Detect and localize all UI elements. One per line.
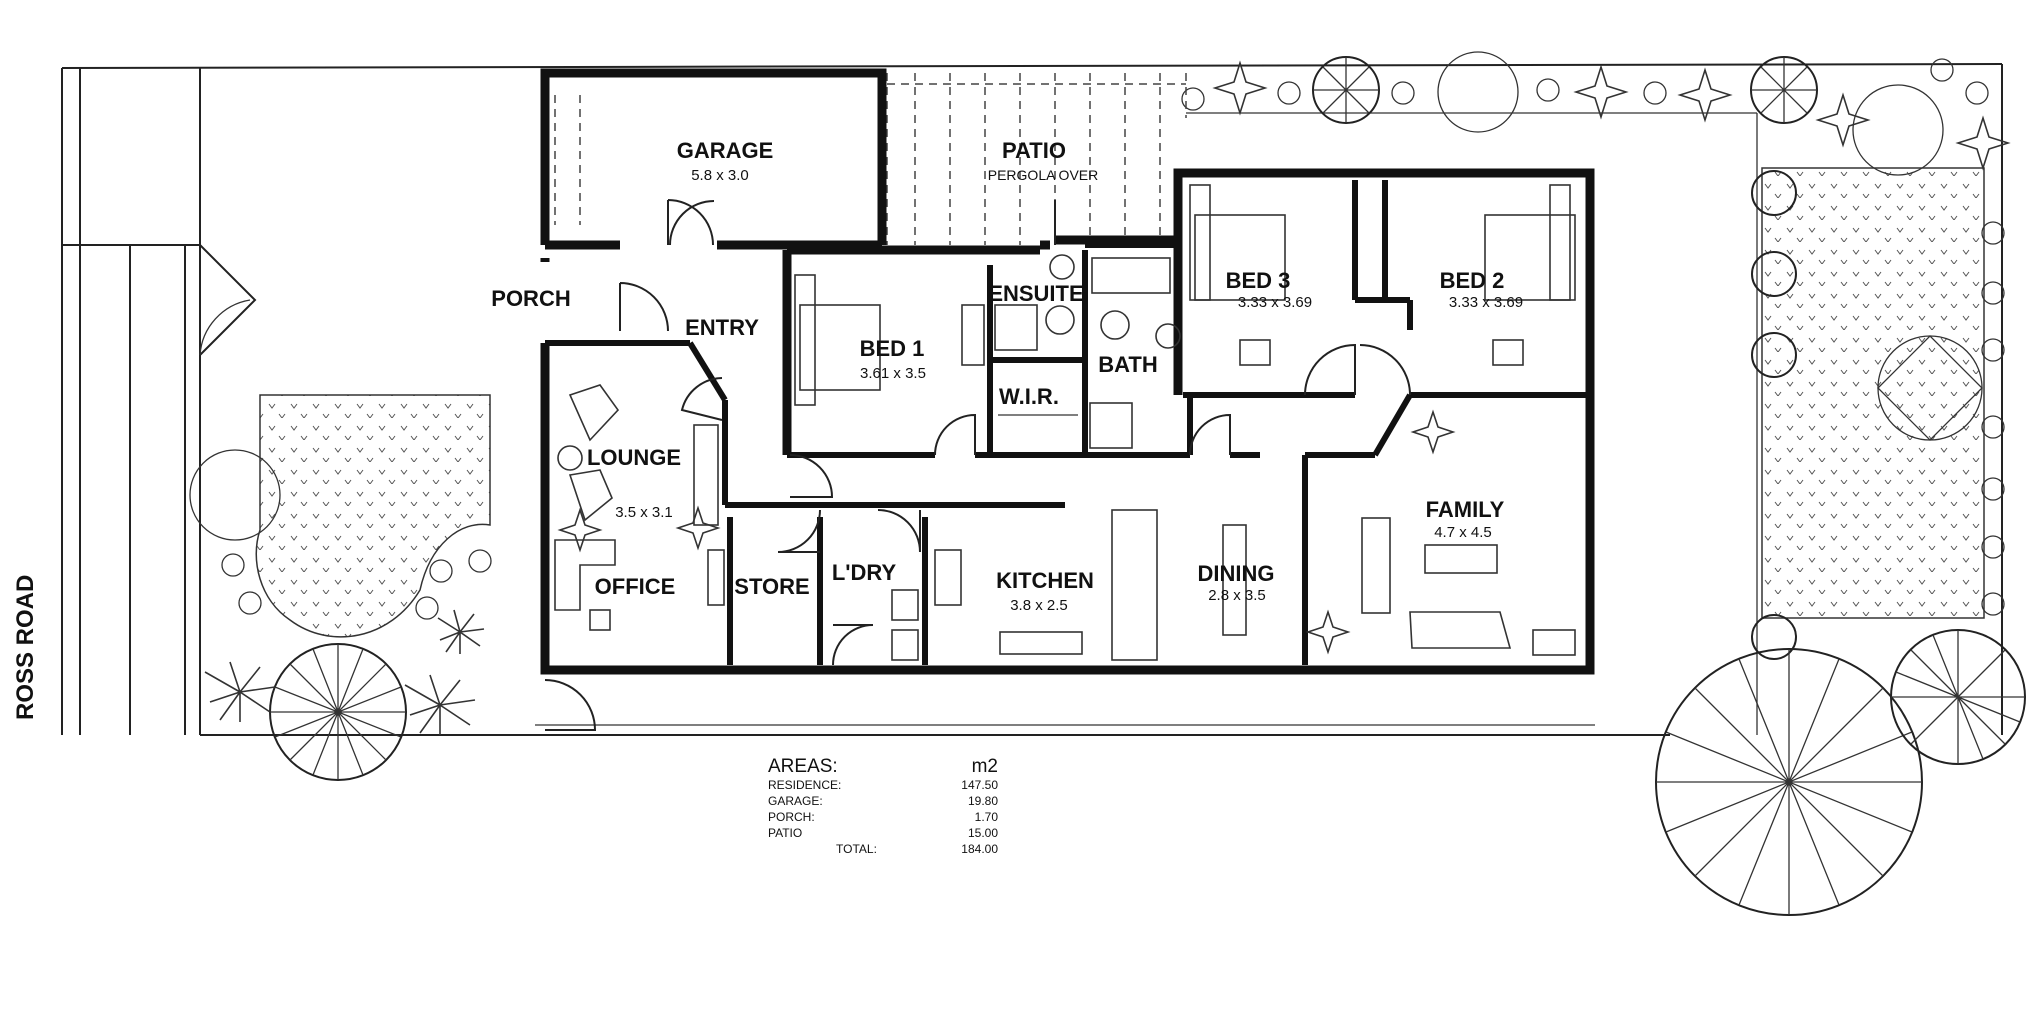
room-name-bath: BATH: [1098, 352, 1157, 377]
areas-row-label: PATIO: [768, 826, 803, 840]
areas-row-value: 1.70: [974, 810, 998, 824]
areas-row: RESIDENCE: 147.50: [768, 777, 998, 793]
areas-row-value: 147.50: [961, 778, 998, 792]
room-name-ensuite: ENSUITE: [988, 281, 1083, 306]
room-name-garage: GARAGE: [677, 138, 774, 163]
room-name-bed3: BED 3: [1226, 268, 1291, 293]
areas-row: PATIO 15.00: [768, 825, 998, 841]
areas-row: PORCH: 1.70: [768, 809, 998, 825]
areas-unit: m2: [971, 756, 998, 777]
room-dim-bed1: 3.61 x 3.5: [860, 365, 926, 382]
interior-walls: [545, 180, 1590, 665]
room-name-dining: DINING: [1198, 561, 1275, 586]
driveway: [62, 68, 257, 735]
areas-title: AREAS:: [768, 756, 838, 777]
room-dim-bed3: 3.33 x 3.69: [1238, 294, 1312, 311]
room-name-bed1: BED 1: [860, 336, 925, 361]
top-garden-strip: [1181, 51, 2011, 171]
room-name-office: OFFICE: [595, 574, 676, 599]
areas-row-label: PORCH:: [768, 810, 815, 824]
room-dim-garage: 5.8 x 3.0: [691, 167, 749, 184]
areas-total-value: 184.00: [961, 842, 998, 856]
road-label: ROSS ROAD: [12, 575, 39, 720]
furniture: [554, 95, 1576, 661]
room-name-kitchen: KITCHEN: [996, 568, 1094, 593]
areas-row-label: GARAGE:: [768, 794, 823, 808]
room-name-porch: PORCH: [491, 286, 570, 311]
areas-row: GARAGE: 19.80: [768, 793, 998, 809]
areas-row-value: 15.00: [967, 826, 998, 840]
areas-total-label: TOTAL:: [836, 842, 877, 856]
areas-row-value: 19.80: [967, 794, 998, 808]
room-name-bed2: BED 2: [1440, 268, 1505, 293]
room-name-laundry: L'DRY: [832, 560, 897, 585]
doors: [544, 199, 1411, 731]
room-dim-dining: 2.8 x 3.5: [1208, 587, 1266, 604]
site-boundary: [61, 63, 2003, 736]
rear-garden: [1186, 84, 2026, 916]
room-dim-kitchen: 3.8 x 2.5: [1010, 597, 1068, 614]
room-name-entry: ENTRY: [685, 315, 759, 340]
room-labels: GARAGE 5.8 x 3.0 PATIO PERGOLA OVER PORC…: [491, 138, 1523, 614]
areas-total-row: TOTAL: 184.00: [768, 841, 998, 857]
patio-pergola: [886, 73, 1187, 245]
room-name-lounge: LOUNGE: [587, 445, 681, 470]
room-dim-family: 4.7 x 4.5: [1434, 524, 1492, 541]
room-name-family: FAMILY: [1426, 497, 1505, 522]
front-garden: [189, 394, 492, 781]
areas-table: AREAS: m2 RESIDENCE: 147.50 GARAGE: 19.8…: [768, 757, 998, 857]
room-name-store: STORE: [734, 574, 809, 599]
room-name-patio: PATIO: [1002, 138, 1066, 163]
room-dim-lounge: 3.5 x 3.1: [615, 504, 673, 521]
room-name-wir: W.I.R.: [999, 384, 1059, 409]
patio-note: PERGOLA OVER: [988, 167, 1098, 183]
areas-row-label: RESIDENCE:: [768, 778, 842, 792]
room-dim-bed2: 3.33 x 3.69: [1449, 294, 1523, 311]
exterior-walls: [540, 68, 1595, 675]
